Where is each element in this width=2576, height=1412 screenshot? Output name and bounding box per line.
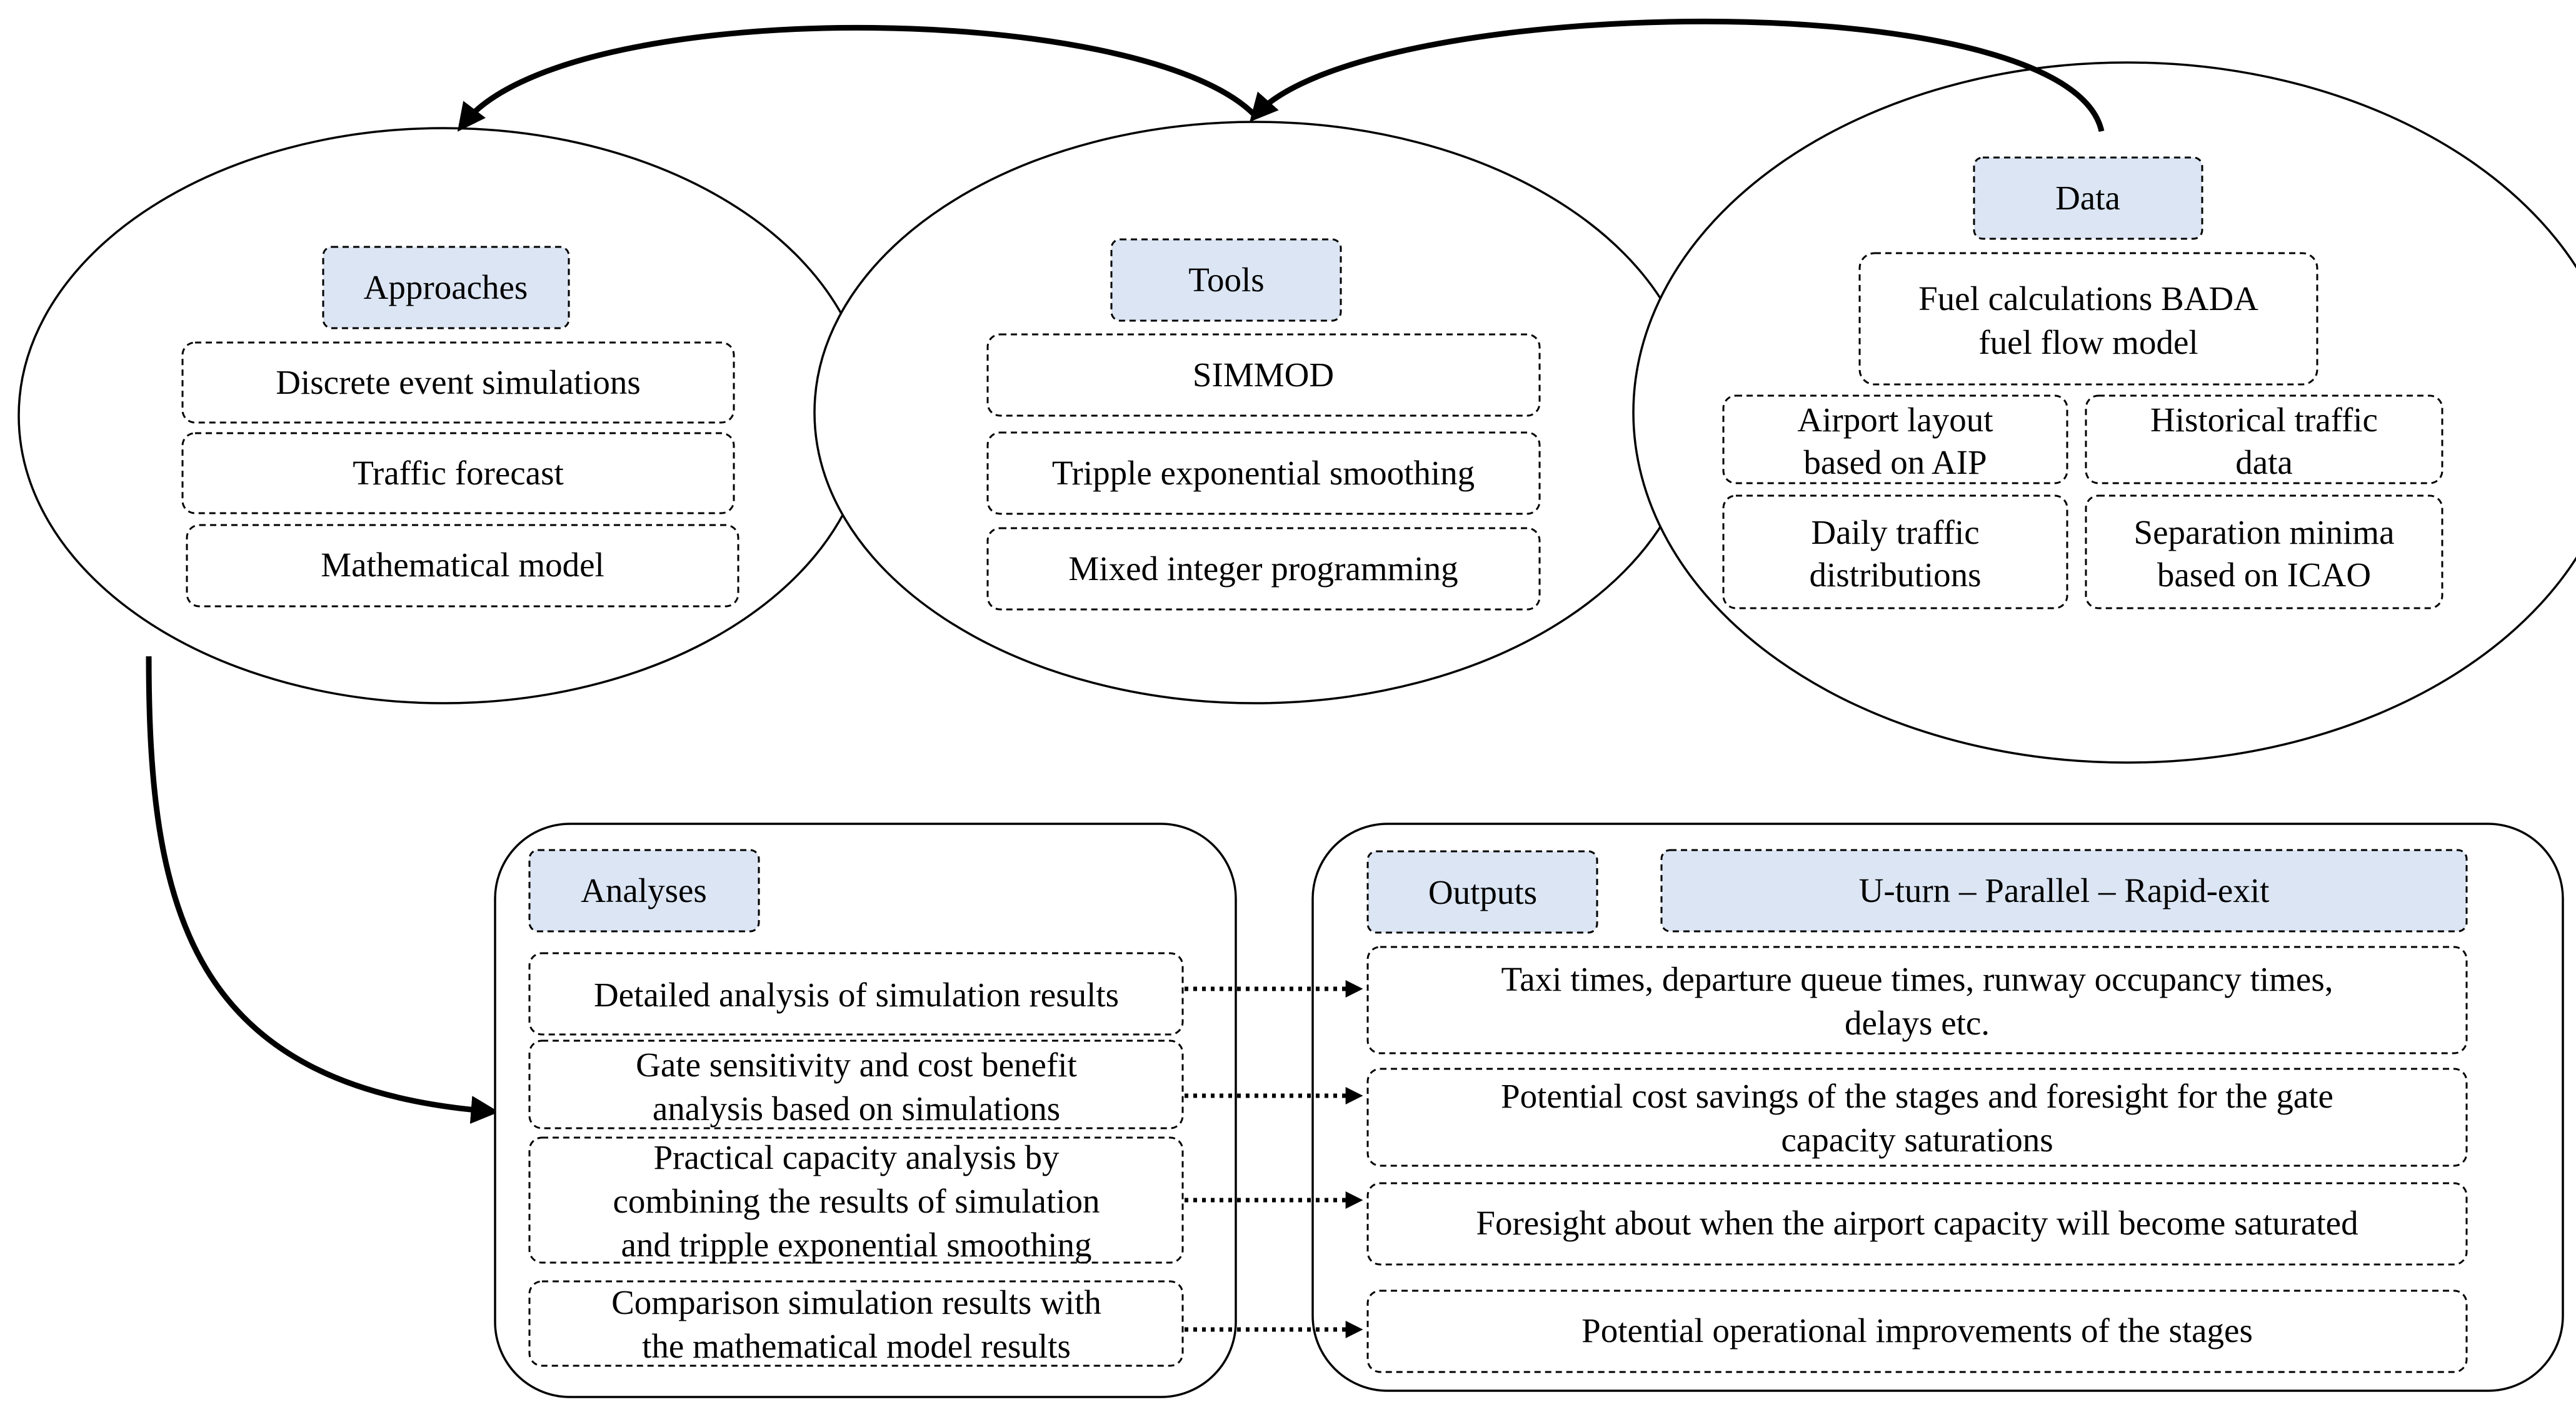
approaches-title: Approaches [364, 268, 528, 306]
tools-item-box [986, 431, 1541, 515]
analyses-title: Analyses [581, 871, 707, 909]
tools-item-box [986, 333, 1541, 417]
data-airport-layout-line2: based on AIP [1803, 443, 1987, 481]
approaches-item-mathematical: Mathematical model [321, 546, 604, 584]
analyses-detailed-box [528, 952, 1184, 1036]
data-separation-line1: Separation minima [2134, 513, 2395, 551]
analyses-gate-line2: analysis based on simulations [653, 1089, 1060, 1128]
data-historical-line2: data [2235, 443, 2293, 481]
tools-item-simmod: SIMMOD [1193, 356, 1334, 394]
analyses-comparison-line2: the mathematical model results [642, 1327, 1071, 1365]
analyses-practical-line1: Practical capacity analysis by [653, 1138, 1060, 1176]
data-airport-layout-line1: Airport layout [1797, 401, 1993, 439]
tools-title-box [1110, 238, 1342, 322]
data-fuel-box [1858, 252, 2318, 386]
outputs-title: Outputs [1428, 873, 1537, 911]
approaches-item-box [181, 341, 735, 424]
approaches-item-box [186, 524, 739, 608]
analyses-title-box [528, 849, 760, 933]
tools-to-approaches-arrow [457, 24, 1258, 132]
outputs-cost-line1: Potential cost savings of the stages and… [1501, 1077, 2333, 1115]
outputs-stages-box [1660, 849, 2468, 933]
data-title: Data [2055, 179, 2120, 217]
outputs-foresight-box [1366, 1182, 2468, 1266]
data-airport-layout-box [1722, 394, 2068, 484]
tools-item-box [986, 527, 1541, 611]
tools-item-smoothing: Tripple exponential smoothing [1052, 454, 1475, 492]
data-fuel-line1: Fuel calculations BADA [1918, 279, 2258, 318]
data-daily-line1: Daily traffic [1811, 513, 1979, 551]
outputs-taxi-box [1366, 946, 2468, 1054]
data-historical-box [2085, 394, 2443, 484]
data-historical-line1: Historical traffic [2150, 401, 2378, 439]
outputs-improvements-box [1366, 1289, 2468, 1373]
analyses-practical-line2: combining the results of simulation [613, 1182, 1100, 1220]
approaches-to-analyses-arrow [146, 656, 499, 1124]
data-separation-box [2085, 494, 2443, 609]
analyses-gate-line1: Gate sensitivity and cost benefit [636, 1046, 1077, 1084]
analyses-comparison-box [528, 1280, 1184, 1367]
outputs-cost-box [1366, 1068, 2468, 1167]
data-to-tools-arrow [1250, 18, 2105, 132]
analyses-gate-box [528, 1039, 1184, 1129]
approaches-item-forecast: Traffic forecast [353, 454, 564, 492]
data-daily-box [1722, 494, 2068, 609]
outputs-taxi-line2: delays etc. [1845, 1004, 1990, 1042]
data-separation-line2: based on ICAO [2157, 556, 2371, 594]
data-fuel-line2: fuel flow model [1978, 323, 2198, 361]
analyses-detailed-line1: Detailed analysis of simulation results [594, 976, 1119, 1014]
outputs-foresight-line1: Foresight about when the airport capacit… [1476, 1204, 2358, 1242]
tools-item-mip: Mixed integer programming [1068, 549, 1458, 588]
outputs-stages: U-turn – Parallel – Rapid-exit [1859, 871, 2270, 909]
analyses-comparison-line1: Comparison simulation results with [611, 1283, 1101, 1321]
data-daily-line2: distributions [1809, 556, 1981, 594]
analyses-practical-box [528, 1136, 1184, 1264]
outputs-taxi-line1: Taxi times, departure queue times, runwa… [1501, 960, 2333, 998]
tools-title: Tools [1188, 261, 1264, 299]
approaches-item-box [181, 432, 735, 514]
outputs-cost-line2: capacity saturations [1781, 1121, 2053, 1159]
outputs-title-box [1366, 850, 1598, 934]
approaches-item-discrete: Discrete event simulations [276, 363, 640, 401]
data-title-box [1973, 156, 2203, 240]
approaches-title-box [322, 246, 570, 329]
outputs-improvements-line1: Potential operational improvements of th… [1581, 1311, 2253, 1349]
analyses-practical-line3: and tripple exponential smoothing [621, 1226, 1091, 1264]
